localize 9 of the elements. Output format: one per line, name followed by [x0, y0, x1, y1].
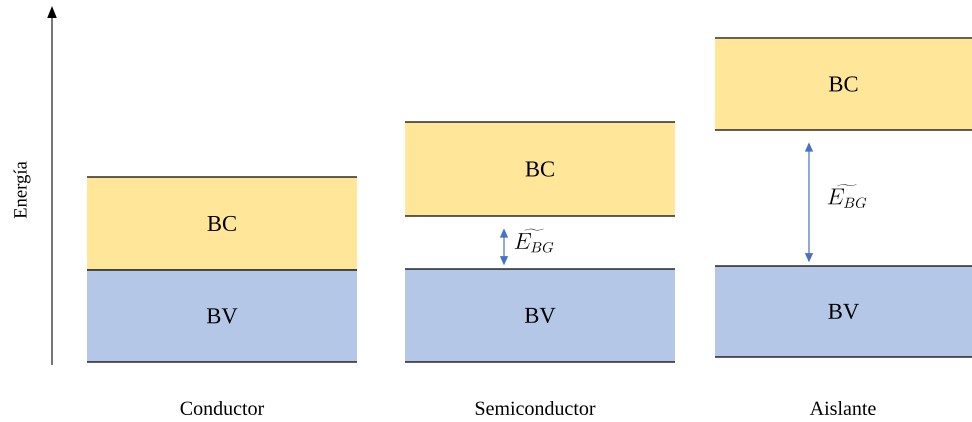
energy-band: BV — [87, 269, 357, 363]
axis-label: Energía — [14, 161, 31, 218]
energy-band: BC — [87, 176, 357, 271]
energy-band: BV — [715, 265, 972, 358]
energy-band: BC — [405, 121, 675, 217]
energy-band: BC — [715, 37, 972, 131]
edge-label: $\widetilde{E_{BG}}$ — [514, 228, 554, 253]
edge-label: $\widetilde{E_{BG}}$ — [828, 184, 866, 208]
energy-band: BV — [405, 268, 675, 363]
